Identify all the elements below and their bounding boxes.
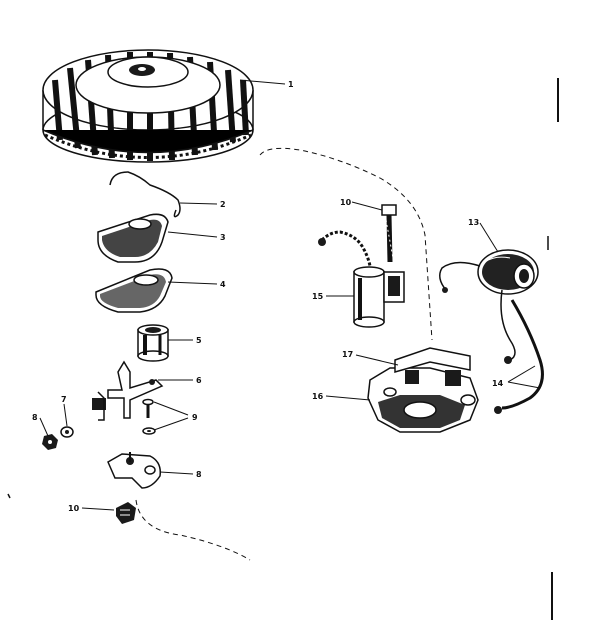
assembly-dashed-line (135, 147, 433, 561)
label-screw-and-washer: 9 (192, 413, 198, 422)
label-stator-plate: 16 (312, 392, 324, 401)
breaker-point-part (107, 452, 162, 489)
label-washer: 7 (61, 395, 67, 404)
label-dust-cover: 3 (220, 233, 226, 242)
leads-part (494, 289, 544, 414)
gasket-part (95, 268, 173, 313)
label-coil: 13 (468, 218, 479, 227)
washer-part (60, 426, 74, 438)
screw-upper-part (381, 204, 397, 263)
label-plate-arm: 17 (342, 350, 353, 359)
label-gasket: 4 (220, 280, 226, 289)
nut-part (42, 434, 58, 450)
margin-marks (7, 78, 559, 620)
leader-lines (39, 79, 541, 511)
label-cam: 5 (196, 336, 202, 345)
wire-clip-part (109, 171, 181, 218)
dust-cover-part (97, 213, 169, 263)
label-breaker-point: 8 (196, 470, 202, 479)
label-lower-clip: 10 (68, 504, 80, 513)
coil-part (439, 249, 539, 295)
condenser-part (318, 230, 405, 328)
label-breaker-arm: 6 (196, 376, 202, 385)
label-wire-clip: 2 (220, 200, 226, 209)
breaker-arm-part (92, 360, 164, 421)
label-screw-upper: 10 (340, 198, 352, 207)
label-nut: 8 (32, 413, 38, 422)
lower-clip-part (116, 502, 136, 524)
label-flywheel: 1 (288, 80, 294, 89)
label-condenser: 15 (312, 292, 324, 301)
part-labels: 1 2 3 4 5 6 7 8 9 10 8 10 13 14 15 16 17 (32, 80, 504, 513)
cam-part (137, 324, 169, 362)
label-leads: 14 (492, 379, 504, 388)
screw-and-washer-part (142, 398, 156, 435)
stator-plate-part (367, 347, 479, 433)
flywheel-part (42, 49, 254, 163)
